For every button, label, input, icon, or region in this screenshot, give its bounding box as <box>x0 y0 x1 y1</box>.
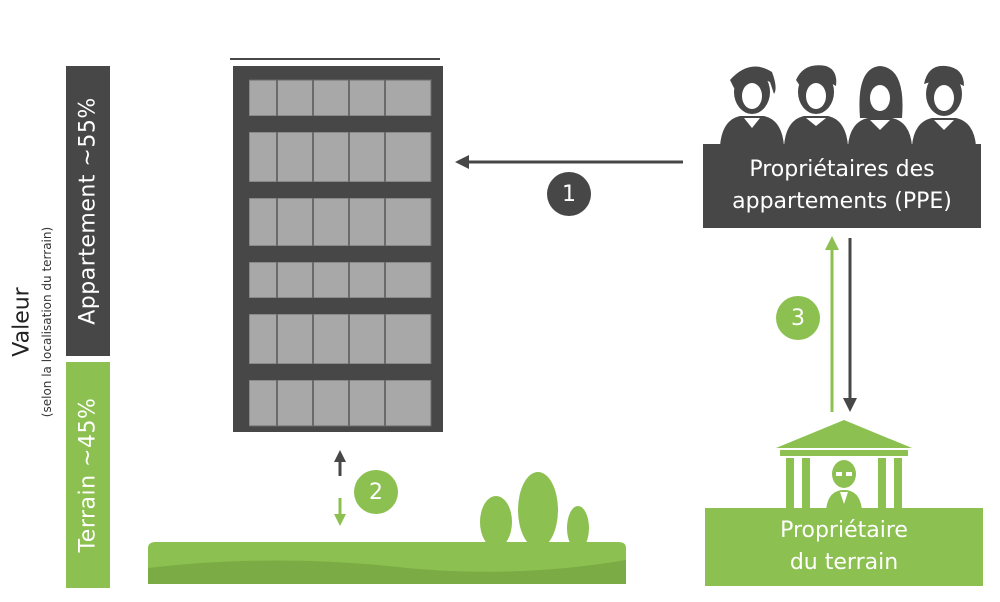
value-axis-subtitle: (selon la localisation du terrain) <box>40 226 54 418</box>
arrows-owners-landowner <box>825 236 857 412</box>
step-3-badge: 3 <box>776 296 820 340</box>
apartment-share-label: Appartement ~55% <box>75 97 101 325</box>
owners-line-1: Propriétaires des <box>749 157 935 182</box>
land-owner-box: Propriétaire du terrain <box>705 508 983 586</box>
apartment-owners-box: Propriétaires des appartements (PPE) <box>703 144 981 228</box>
apartment-building-icon <box>230 58 443 432</box>
owners-line-2: appartements (PPE) <box>732 189 952 214</box>
people-group-icon <box>720 65 976 146</box>
arrow-owners-to-building <box>455 155 683 169</box>
land-owner-line-2: du terrain <box>789 550 899 575</box>
land-owner-line-1: Propriétaire <box>780 518 908 543</box>
land-with-trees-icon <box>148 472 626 584</box>
step-2-badge: 2 <box>354 470 398 514</box>
apartment-share-bar: Appartement ~55% <box>66 66 110 356</box>
arrows-building-land <box>334 450 346 526</box>
landowner-temple-icon <box>776 420 912 510</box>
land-share-bar: Terrain ~45% <box>66 362 110 588</box>
land-share-label: Terrain ~45% <box>75 397 101 553</box>
step-1-badge: 1 <box>547 172 591 216</box>
value-axis-title: Valeur <box>9 287 35 357</box>
